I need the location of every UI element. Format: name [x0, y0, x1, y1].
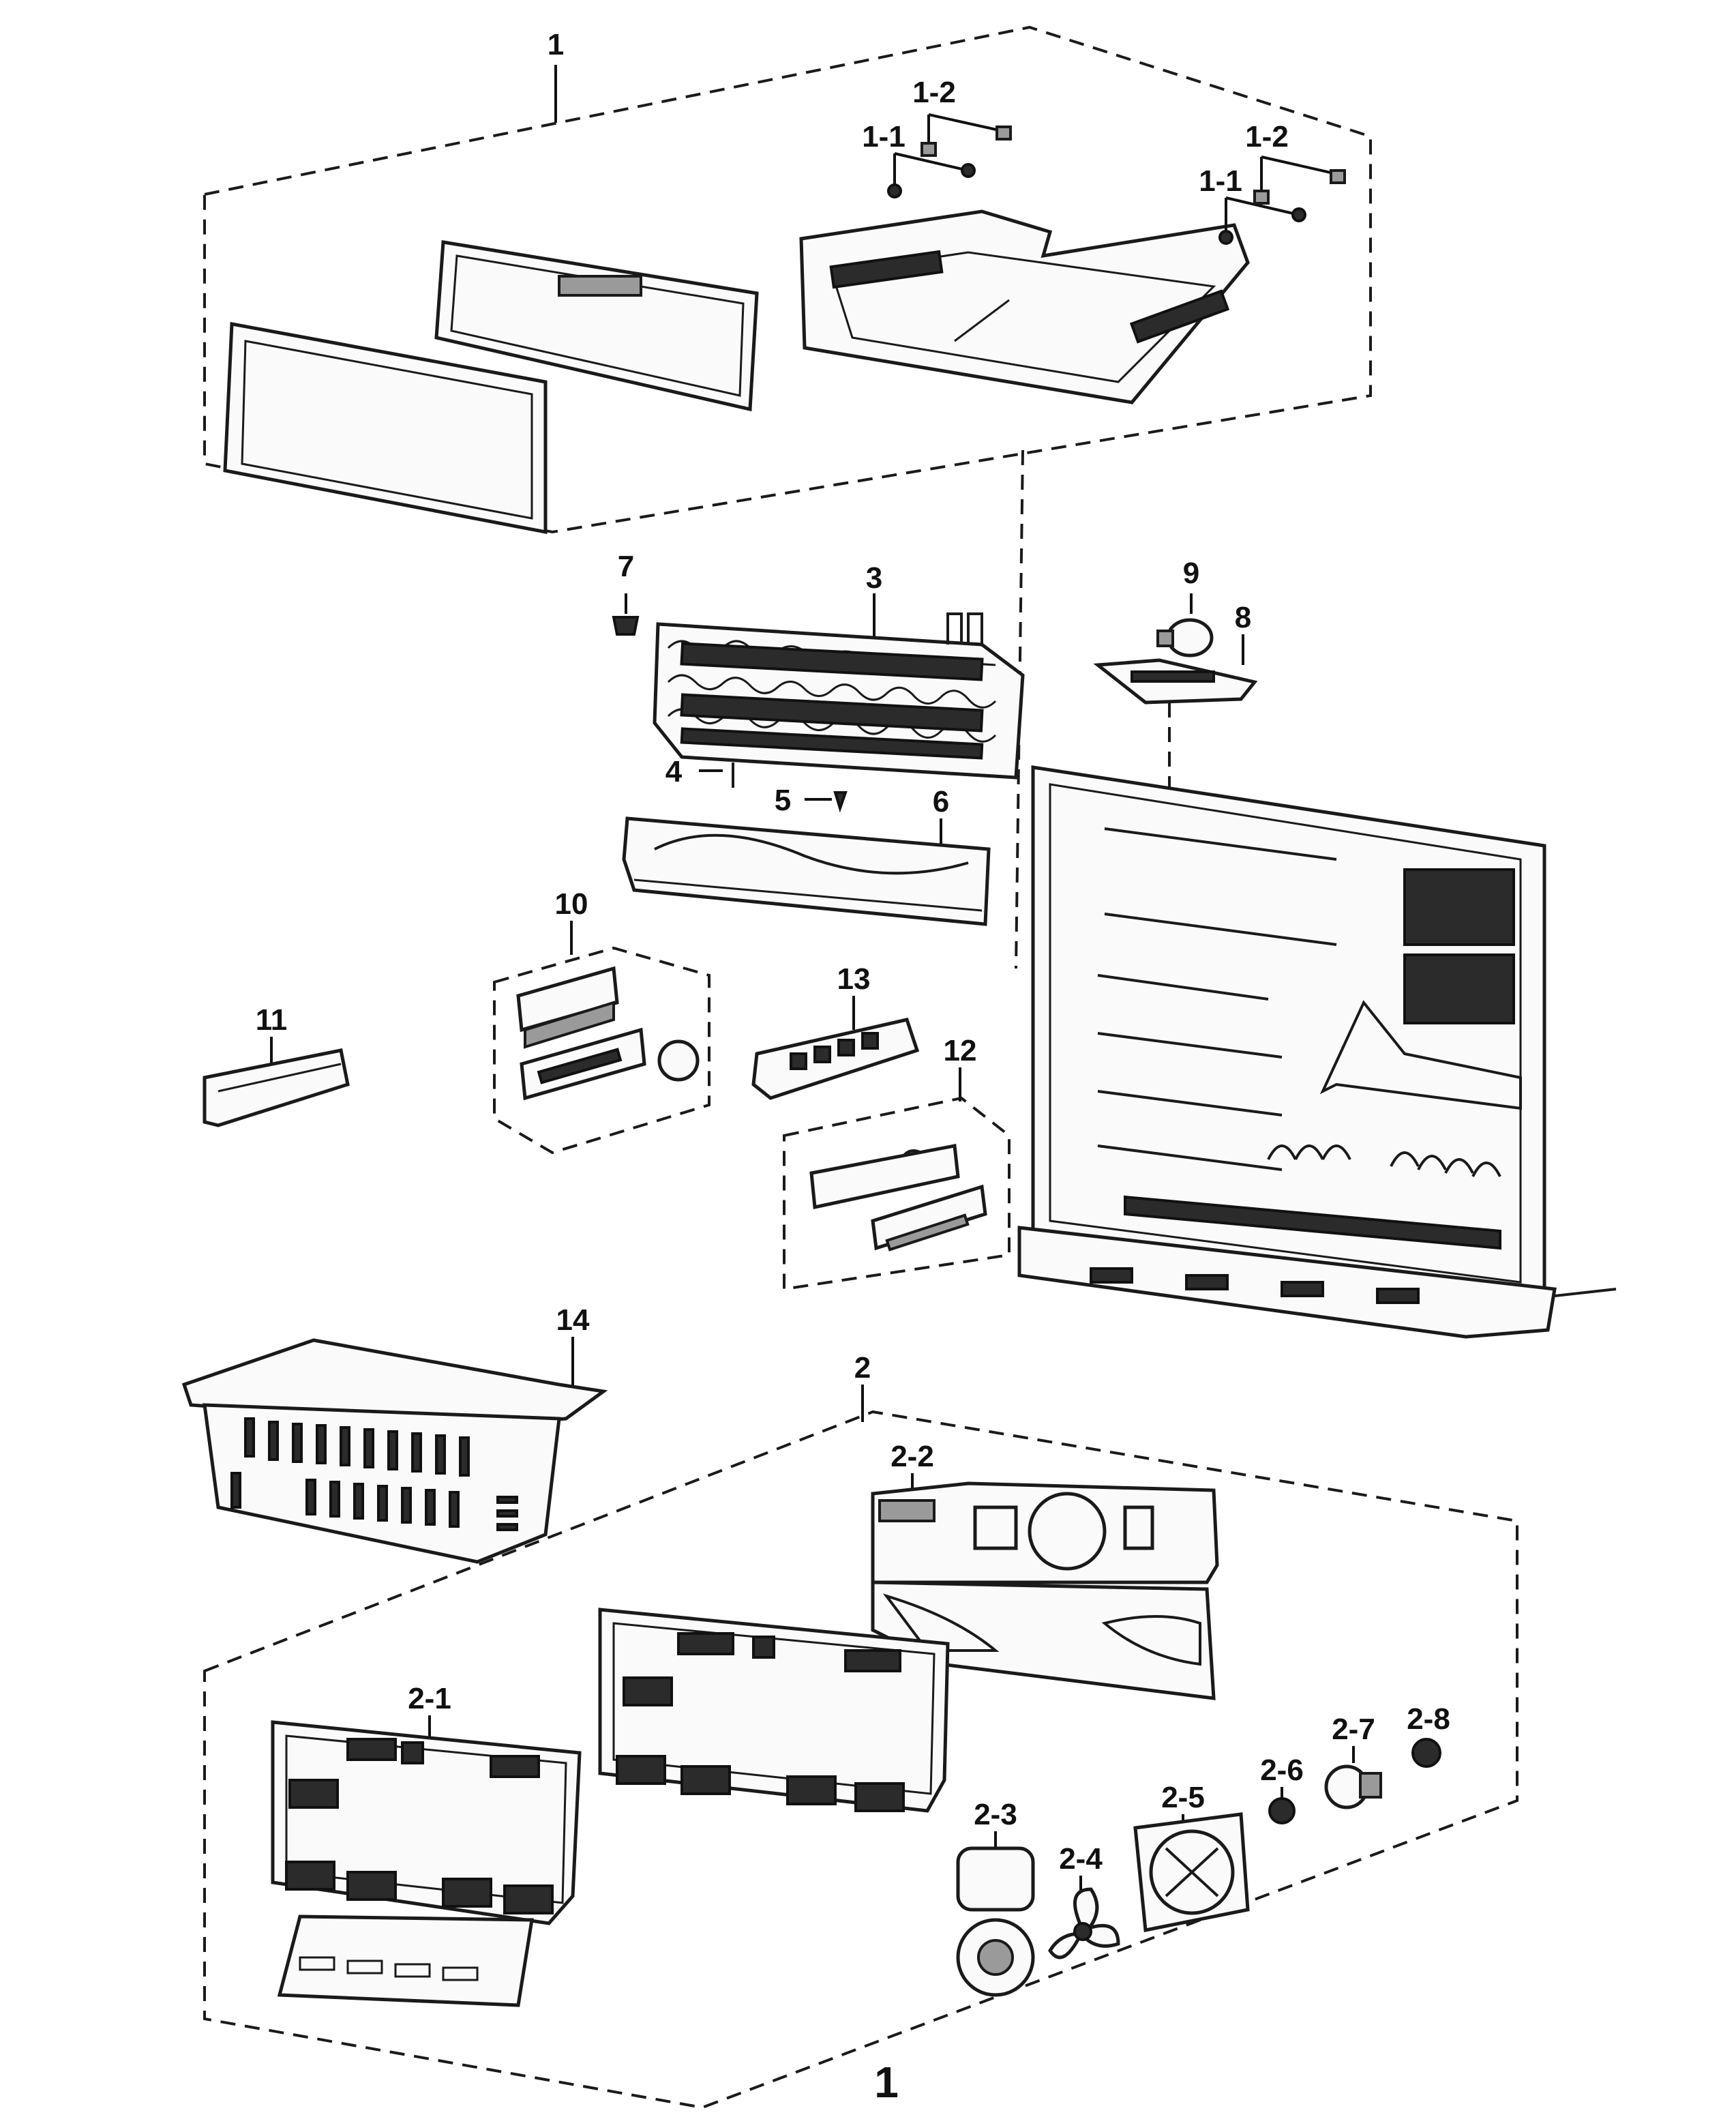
part-4 [699, 763, 734, 788]
label-2-7: 2-7 [1332, 1713, 1375, 1746]
label-7: 7 [618, 550, 634, 583]
rail-assembly-12 [783, 1067, 1011, 1291]
fan-blade-2-4 [1048, 1876, 1120, 1959]
drawer-front-cover [223, 322, 548, 535]
evaporator-3 [653, 593, 1025, 780]
part-2-7 [1324, 1746, 1382, 1809]
part-2-8 [1411, 1738, 1441, 1768]
label-3: 3 [866, 561, 882, 595]
cover-panel-2-2 [871, 1473, 1219, 1700]
lamp-bulb-9 [1156, 593, 1214, 657]
label-1-1-right: 1-1 [1199, 164, 1242, 198]
label-13: 13 [837, 962, 871, 996]
label-1-1-left: 1-1 [862, 120, 906, 153]
fastener-1-1-right [1218, 196, 1306, 245]
label-10: 10 [555, 887, 588, 921]
label-2-1: 2-1 [408, 1682, 451, 1715]
evaporator-cover-6 [622, 816, 991, 926]
part-2-6 [1268, 1787, 1296, 1824]
label-2-2: 2-2 [891, 1440, 934, 1473]
rear-cover-panel [598, 1608, 950, 1813]
label-9: 9 [1183, 557, 1199, 590]
fan-shroud-2-5 [1133, 1812, 1250, 1932]
label-14: 14 [556, 1303, 590, 1337]
fan-motor-2-3 [956, 1831, 1035, 1997]
lamp-cover-8 [1093, 634, 1258, 900]
label-11: 11 [256, 1003, 288, 1037]
label-2-8: 2-8 [1407, 1702, 1450, 1736]
label-12: 12 [944, 1034, 977, 1067]
group-2-cover-fan-assembly [203, 1385, 1518, 2110]
label-5: 5 [775, 784, 791, 817]
part-7 [612, 593, 640, 636]
label-1-2-right: 1-2 [1245, 120, 1289, 153]
refrigerator-cabinet [1017, 765, 1617, 1339]
drawer-front-frame [434, 240, 759, 412]
freezer-basket-14 [181, 1337, 608, 1564]
label-2-5: 2-5 [1161, 1781, 1205, 1814]
label-4: 4 [665, 755, 683, 788]
group-1-drawer-assembly [203, 25, 1372, 969]
drawer-bin [799, 209, 1250, 404]
label-2-3: 2-3 [974, 1798, 1017, 1831]
rail-11 [203, 1037, 350, 1127]
label-2: 2 [854, 1351, 871, 1385]
fastener-1-1-left [887, 152, 976, 198]
label-2-6: 2-6 [1260, 1754, 1304, 1787]
label-6: 6 [933, 785, 949, 818]
part-labels: 1 1-2 1-1 1-2 1-1 3 4 5 6 7 8 9 10 11 12… [256, 28, 1450, 2107]
fastener-1-2-left [921, 113, 1012, 157]
rail-assembly-10 [493, 921, 710, 1155]
label-8: 8 [1235, 601, 1251, 634]
part-5 [805, 791, 848, 813]
label-1-bottom: 1 [874, 2058, 899, 2107]
label-1-2-left: 1-2 [912, 76, 956, 109]
rail-cover-13 [751, 996, 920, 1100]
front-cover-2-1 [271, 1715, 582, 2007]
label-1: 1 [548, 28, 564, 61]
label-2-4: 2-4 [1059, 1842, 1103, 1876]
fastener-1-2-right [1253, 156, 1346, 205]
